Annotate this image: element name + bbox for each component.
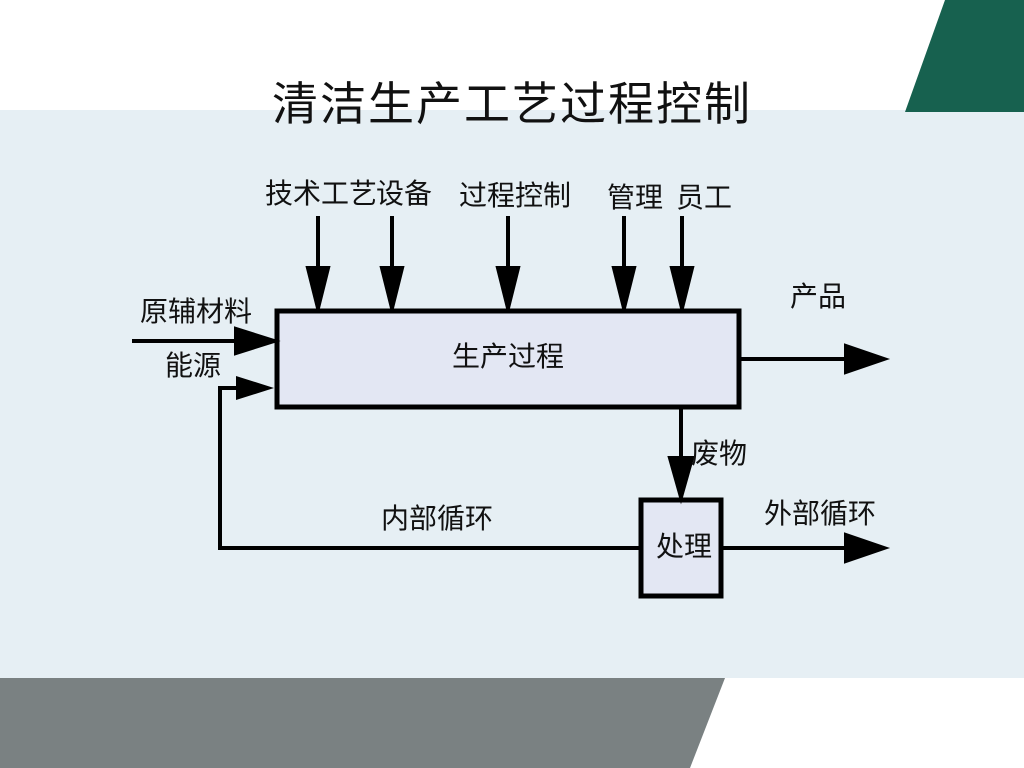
label-equipment: 设备: [376, 177, 433, 210]
label-technology: 技术工艺: [265, 177, 378, 210]
label-management: 管理: [607, 181, 664, 214]
internal-loop-arrow: [218, 386, 641, 550]
internal-loop-arrowhead: [236, 376, 274, 400]
waste-arrow: [667, 409, 695, 505]
process-box: [274, 308, 742, 410]
external-loop-arrow: [723, 532, 891, 564]
label-internal-loop: 内部循环: [381, 502, 494, 535]
label-staff: 员工: [676, 181, 733, 214]
label-waste: 废物: [691, 437, 748, 470]
label-external-loop: 外部循环: [764, 497, 877, 530]
label-energy: 能源: [165, 349, 222, 382]
process-label: 生产过程: [452, 340, 565, 373]
footer-band: [0, 678, 725, 768]
material-input-arrow: [132, 326, 281, 356]
product-output-arrow: [741, 343, 891, 375]
slide-title: 清洁生产工艺过程控制: [272, 77, 752, 131]
label-raw-materials: 原辅材料: [140, 295, 253, 328]
label-product: 产品: [790, 280, 847, 313]
treatment-label: 处理: [656, 530, 713, 563]
top-input-arrows: [305, 216, 695, 309]
label-process-control: 过程控制: [459, 179, 572, 212]
